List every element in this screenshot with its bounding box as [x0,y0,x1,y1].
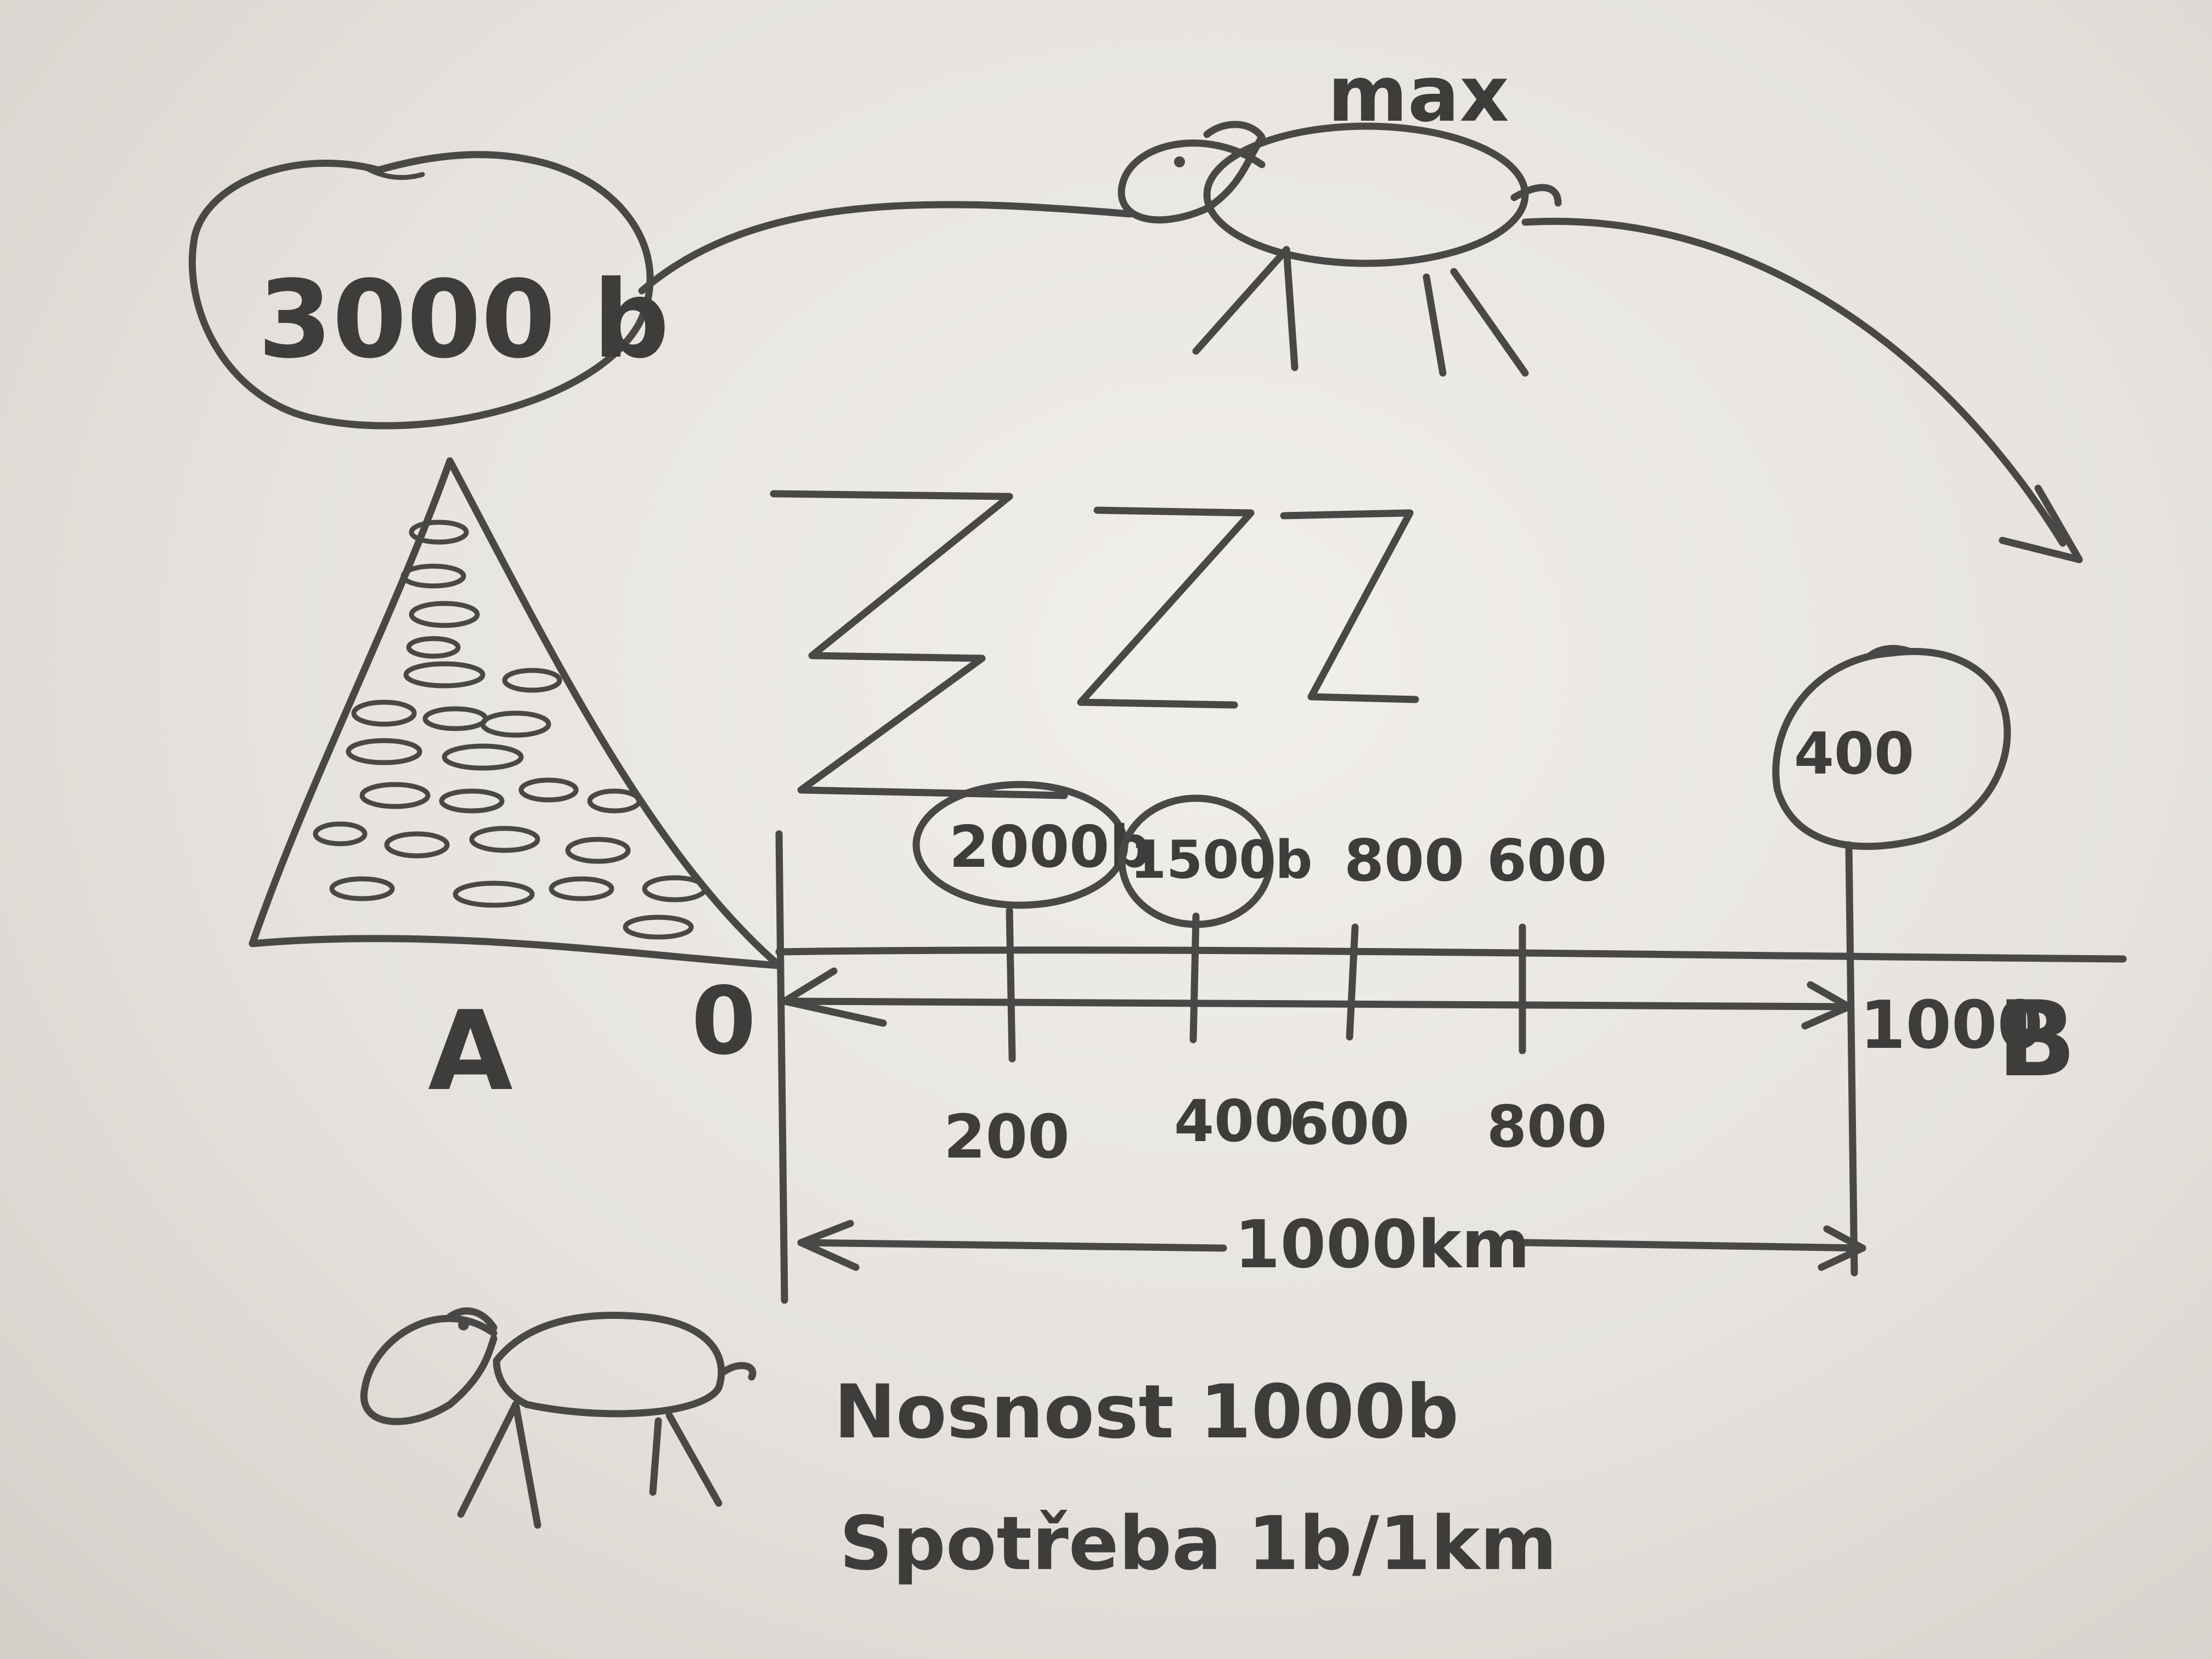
axis-tick-200: 200 [944,1102,1070,1172]
axis-tick-600: 600 [1289,1091,1409,1158]
journey-arrow-right [1521,218,2067,547]
end-mark-label: 1000 [1860,988,2043,1064]
axis-tick-800: 800 [1487,1093,1607,1160]
camel-top-name: max [1328,50,1509,139]
stop-amount-2: 1500b [1130,830,1312,890]
journey-arrow [638,201,1134,295]
camel-bottom-icon [360,1307,757,1529]
stop-amount-4: 600 [1487,827,1607,894]
capacity-label: Nosnost 1000b [834,1369,1459,1455]
stop-bubble-2 [1118,794,1274,928]
distance-arrow [797,1220,1866,1271]
destination-bubble-tick [1863,645,1912,661]
bubble-tick [362,165,425,180]
stop-amount-3: 800 [1344,827,1464,894]
destination-bubble [1772,648,2011,850]
distance-label: 1000km [1234,1207,1530,1283]
point-a-label: A [428,988,513,1115]
pile-amount-text: 3000 b [258,257,669,382]
axis-tick-400: 400 [1174,1088,1294,1155]
stop-amount-5: 400 [1794,720,1914,787]
camel-top-icon [1118,121,1562,377]
origin-label: 0 [691,967,756,1076]
point-b-label: B [1997,979,2076,1100]
pile-amount-bubble [189,151,654,430]
sleep-icon [770,490,1419,799]
number-line [775,830,2127,1304]
cargo-pile-icon [249,457,783,969]
arrowhead-right [1999,484,2083,563]
stop-amount-1: 2000b [949,814,1150,881]
consumption-label: Spotřeba 1b/1km [839,1500,1557,1587]
